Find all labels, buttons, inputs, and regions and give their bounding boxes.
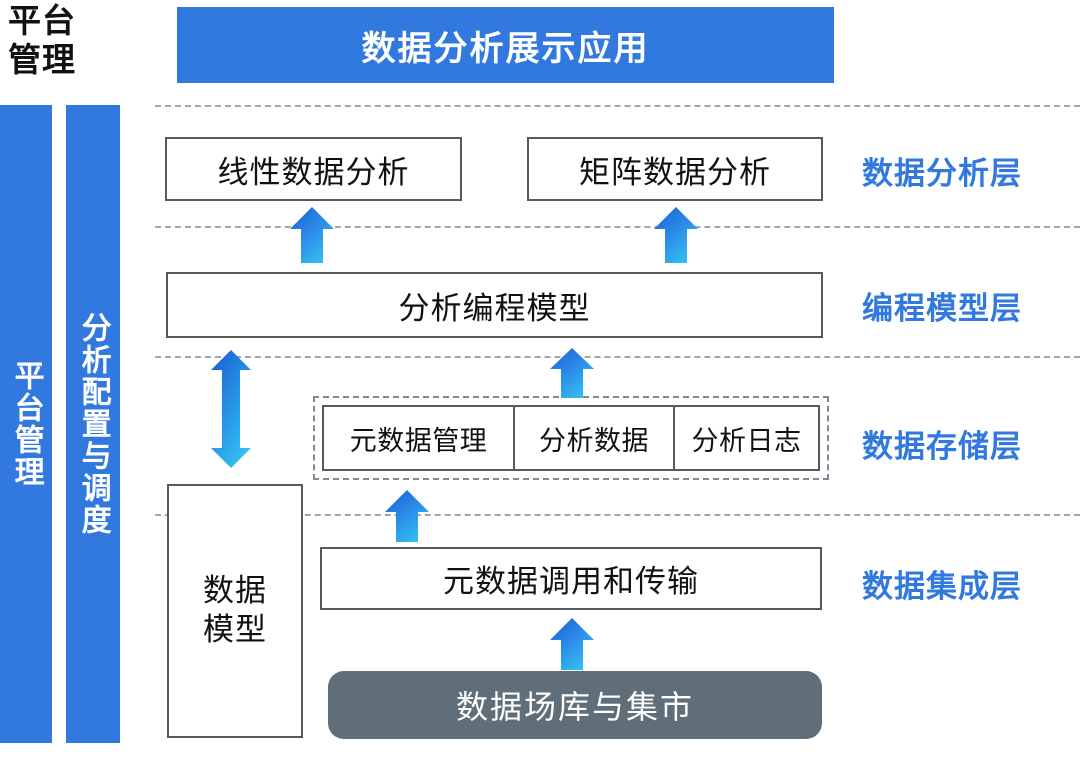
cell-analysis-log[interactable]: 分析日志 [673,407,818,469]
box-linear-analysis[interactable]: 线性数据分析 [165,137,462,201]
layer-label-analysis: 数据分析层 [862,156,1022,191]
arrow-storage-to-programming [548,346,596,400]
arrow-datamodel-to-programming [208,348,254,470]
arrow-lake-to-integration [548,616,596,672]
box-data-model[interactable]: 数据 模型 [167,484,303,738]
sidebar-analysis-config-scheduling-label: 分析配置与调度 [76,312,110,536]
storage-layer-row: 元数据管理 分析数据 分析日志 [322,405,820,471]
box-metadata-call-transfer[interactable]: 元数据调用和传输 [320,547,822,610]
sidebar-analysis-config-scheduling[interactable]: 分析配置与调度 [66,105,120,743]
platform-management-caption: 平台管理 平台 管理 [8,2,124,80]
sidebar-platform-management-label: 平台管理 [9,360,43,488]
arrow-to-linear-analysis [288,205,336,265]
box-data-model-line2: 模型 [203,612,267,647]
platform-caption-line-b: 管理 [8,40,76,78]
app-banner: 数据分析展示应用 [177,7,834,83]
sidebar-platform-management[interactable]: 平台管理 [0,105,52,743]
platform-caption-line-a: 平台 [8,2,76,39]
cell-metadata-management[interactable]: 元数据管理 [349,425,488,456]
divider-programming-storage [155,356,1080,358]
cell-analysis-data[interactable]: 分析数据 [513,407,673,469]
box-data-model-line1: 数据 [203,573,267,609]
box-analysis-programming-model[interactable]: 分析编程模型 [166,272,823,338]
divider-analysis-programming [155,226,1080,228]
box-data-warehouse-mart[interactable]: 数据场库与集市 [328,671,822,739]
layer-label-programming-model: 编程模型层 [862,291,1022,326]
arrow-to-matrix-analysis [652,205,700,265]
divider-storage-integration [155,514,1080,516]
box-matrix-analysis[interactable]: 矩阵数据分析 [527,137,823,201]
layer-label-storage: 数据存储层 [862,429,1022,464]
layer-label-integration: 数据集成层 [862,569,1022,604]
arrow-integration-to-storage [383,488,431,544]
divider-banner-analysis [155,105,1080,107]
